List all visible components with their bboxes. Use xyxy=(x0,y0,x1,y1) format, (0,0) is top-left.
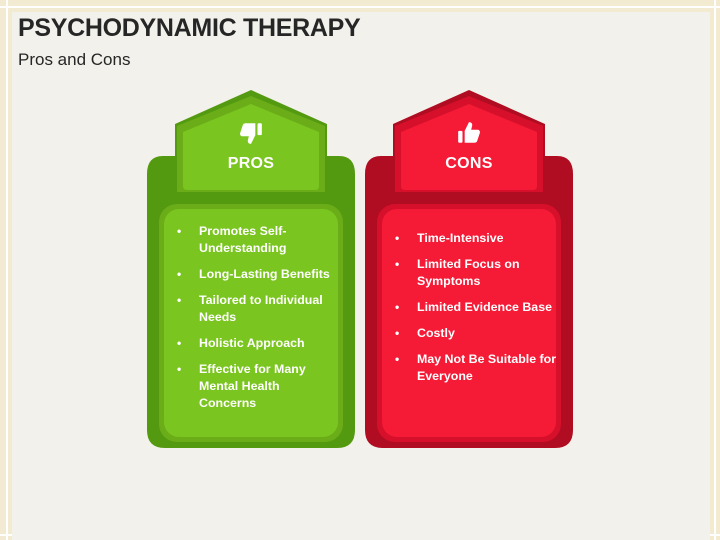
cons-list: •Time-Intensive •Limited Focus on Sympto… xyxy=(393,230,558,394)
background-stripe xyxy=(714,0,716,540)
list-item-text: Tailored to Individual Needs xyxy=(199,293,323,324)
slide-title: PSYCHODYNAMIC THERAPY xyxy=(18,14,361,42)
pros-list: •Promotes Self-Understanding •Long-Lasti… xyxy=(175,223,340,421)
list-item: •Effective for Many Mental Health Concer… xyxy=(177,362,306,410)
slide-subtitle: Pros and Cons xyxy=(18,50,131,69)
list-item-text: Costly xyxy=(417,326,455,340)
list-item-text: Limited Evidence Base xyxy=(417,300,552,314)
pros-card: PROS •Promotes Self-Understanding •Long-… xyxy=(145,90,357,450)
list-item: •Time-Intensive xyxy=(395,231,504,245)
list-item: •Limited Evidence Base xyxy=(395,300,552,314)
thumbs-up-icon xyxy=(363,120,575,151)
list-item: •Tailored to Individual Needs xyxy=(177,293,323,324)
pros-card-shape xyxy=(147,90,355,448)
cons-card: CONS •Time-Intensive •Limited Focus on S… xyxy=(363,90,575,450)
list-item: •Promotes Self-Understanding xyxy=(177,224,287,255)
list-item-text: Effective for Many Mental Health Concern… xyxy=(199,362,306,410)
list-item-text: Time-Intensive xyxy=(417,231,504,245)
list-item: •Holistic Approach xyxy=(177,336,305,350)
list-item-text: Long-Lasting Benefits xyxy=(199,267,330,281)
list-item-text: May Not Be Suitable for Everyone xyxy=(417,352,557,383)
list-item: •Costly xyxy=(395,326,455,340)
cons-label: CONS xyxy=(445,155,493,172)
thumbs-down-icon xyxy=(145,120,357,151)
list-item: •Long-Lasting Benefits xyxy=(177,267,330,281)
cons-card-shape xyxy=(365,90,573,448)
list-item-text: Holistic Approach xyxy=(199,336,305,350)
list-item: •Limited Focus on Symptoms xyxy=(395,257,520,288)
list-item-text: Promotes Self-Understanding xyxy=(199,224,287,255)
pros-label: PROS xyxy=(227,155,275,172)
slide-panel xyxy=(12,12,710,540)
list-item: •May Not Be Suitable for Everyone xyxy=(395,352,557,383)
list-item-text: Limited Focus on Symptoms xyxy=(417,257,520,288)
background-stripe xyxy=(0,6,720,8)
background-stripe xyxy=(6,0,8,540)
